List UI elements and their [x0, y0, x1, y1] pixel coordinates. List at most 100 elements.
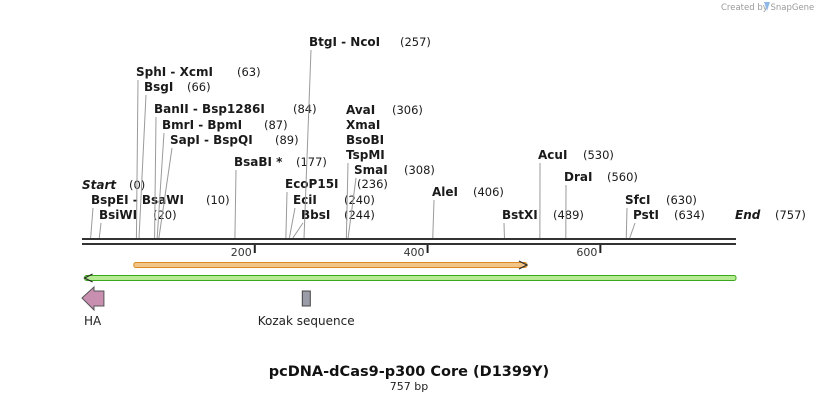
orf-arrowhead — [83, 273, 93, 283]
site-psti: PstI (634) — [629, 208, 705, 239]
ruler-tick-label: 200 — [231, 246, 252, 259]
site-position-label: (630) — [666, 193, 697, 207]
site-leader-line — [98, 222, 102, 239]
site-bsgi: BsgI (66) — [138, 80, 211, 239]
site-name-label: End — [735, 208, 761, 222]
site-leader-line — [288, 207, 296, 239]
site-btgi: BtgI - NcoI(257) — [303, 35, 431, 239]
site-position-label: (10) — [206, 193, 230, 207]
site-name-label: BanII - Bsp1286I — [154, 102, 265, 116]
site-name-label: TspMI — [346, 148, 385, 162]
site-leader-line — [234, 169, 237, 239]
ruler: 200 400 600 — [231, 245, 602, 259]
site-name-label: BsgI — [144, 80, 173, 94]
site-bsabi: BsaBI *(177) — [234, 155, 327, 239]
ruler-tick-label: 400 — [404, 246, 425, 259]
site-bmri: BmrI - BpmI (87) — [156, 118, 288, 239]
snapgene-logo-icon — [764, 2, 770, 11]
site-leader-line — [90, 207, 94, 239]
site-position-label: (236) — [357, 177, 388, 191]
site-name-label: DraI — [564, 170, 592, 184]
site-sfci: SfcI (630) — [625, 193, 697, 239]
site-position-label: (177) — [296, 155, 327, 169]
site-position-label: (257) — [400, 35, 431, 49]
site-position-label: (757) — [775, 208, 806, 222]
site-leader-line — [292, 222, 304, 239]
site-sphi: SphI - XcmI (63) — [135, 65, 261, 239]
site-position-label: (308) — [404, 163, 435, 177]
site-name-label: XmaI — [346, 118, 380, 132]
site-leader-line — [345, 162, 349, 239]
site-position-label: (84) — [293, 102, 317, 116]
site-leader-line — [158, 147, 173, 239]
site-name-label: BsoBI — [346, 133, 384, 147]
site-bsiwi: BsiWI(20) — [98, 208, 177, 239]
features: HA Kozak sequence — [81, 285, 355, 328]
site-name-label: BstXI — [502, 208, 538, 222]
site-position-label: (87) — [264, 118, 288, 132]
site-position-label: (634) — [674, 208, 705, 222]
site-name-label: AleI — [432, 185, 458, 199]
site-leader-line — [138, 94, 147, 239]
site-name-label: BspEI - BsaWI — [91, 193, 184, 207]
site-name-label: BbsI — [301, 208, 330, 222]
map-title: pcDNA-dCas9-p300 Core (D1399Y) — [269, 364, 549, 380]
orf-bar — [133, 262, 528, 268]
site-smai: SmaI (308) — [347, 163, 435, 239]
ruler-tick-400: 400 — [404, 245, 429, 259]
site-position-label: (63) — [237, 65, 261, 79]
site-alei: AleI(406) — [432, 185, 504, 239]
site-leader-line — [347, 177, 357, 239]
site-leader-line — [285, 191, 288, 239]
site-position-label: (560) — [607, 170, 638, 184]
feature-ha: HA — [81, 285, 105, 328]
sequence-backbone — [82, 238, 736, 245]
site-name-label: SphI - XcmI — [136, 65, 213, 79]
site-leader-line — [625, 207, 628, 239]
orf-arrow-1 — [133, 260, 529, 270]
site-banii: BanII - Bsp1286I (84) — [154, 102, 317, 239]
site-position-label: (306) — [392, 103, 423, 117]
site-position-label: (66) — [187, 80, 211, 94]
site-leader-line — [154, 116, 157, 239]
site-leader-line — [156, 132, 165, 239]
orf-bar — [84, 275, 737, 281]
site-position-label: (20) — [153, 208, 177, 222]
site-start: Start(0) — [82, 178, 145, 192]
restriction-sites: Start(0)BspEI - BsaWI(10)BsiWI(20)SphI -… — [82, 35, 806, 239]
site-name-label: SfcI — [625, 193, 650, 207]
site-sapi: SapI - BspQI (89) — [158, 133, 299, 239]
feature-kozak-sequence: Kozak sequence — [258, 290, 355, 328]
feature-label: Kozak sequence — [258, 314, 355, 328]
site-position-label: (244) — [344, 208, 375, 222]
site-name-label: SapI - BspQI — [170, 133, 253, 147]
feature-arrow-icon — [81, 285, 105, 312]
site-name-label: PstI — [633, 208, 659, 222]
site-leader-line — [303, 49, 312, 239]
site-bspei: BspEI - BsaWI (10) — [90, 193, 230, 239]
feature-box — [301, 290, 311, 307]
orf-arrowhead — [518, 260, 529, 270]
ruler-tick-600: 600 — [576, 245, 602, 259]
site-position-label: (530) — [583, 148, 614, 162]
orf-arrow-2 — [83, 273, 737, 283]
site-leader-line — [432, 199, 435, 239]
ruler-tick-200: 200 — [231, 245, 256, 259]
orf-arrows — [83, 260, 737, 283]
site-name-label: AcuI — [538, 148, 567, 162]
site-name-label: AvaI — [346, 103, 375, 117]
site-drai: DraI (560) — [564, 170, 638, 239]
ruler-tick-label: 600 — [576, 246, 597, 259]
site-position-label: (89) — [275, 133, 299, 147]
site-leader-line — [135, 79, 139, 239]
site-name-label: SmaI — [354, 163, 388, 177]
site-name-label: Start — [82, 178, 117, 192]
site-ecop15i: EcoP15I (236) — [285, 177, 388, 239]
site-name-label: BmrI - BpmI — [162, 118, 242, 132]
site-leader-line — [629, 222, 636, 239]
site-name-label: EcoP15I — [285, 177, 339, 191]
site-position-label: (489) — [553, 208, 584, 222]
site-bstxi: BstXI (489) — [502, 208, 584, 239]
